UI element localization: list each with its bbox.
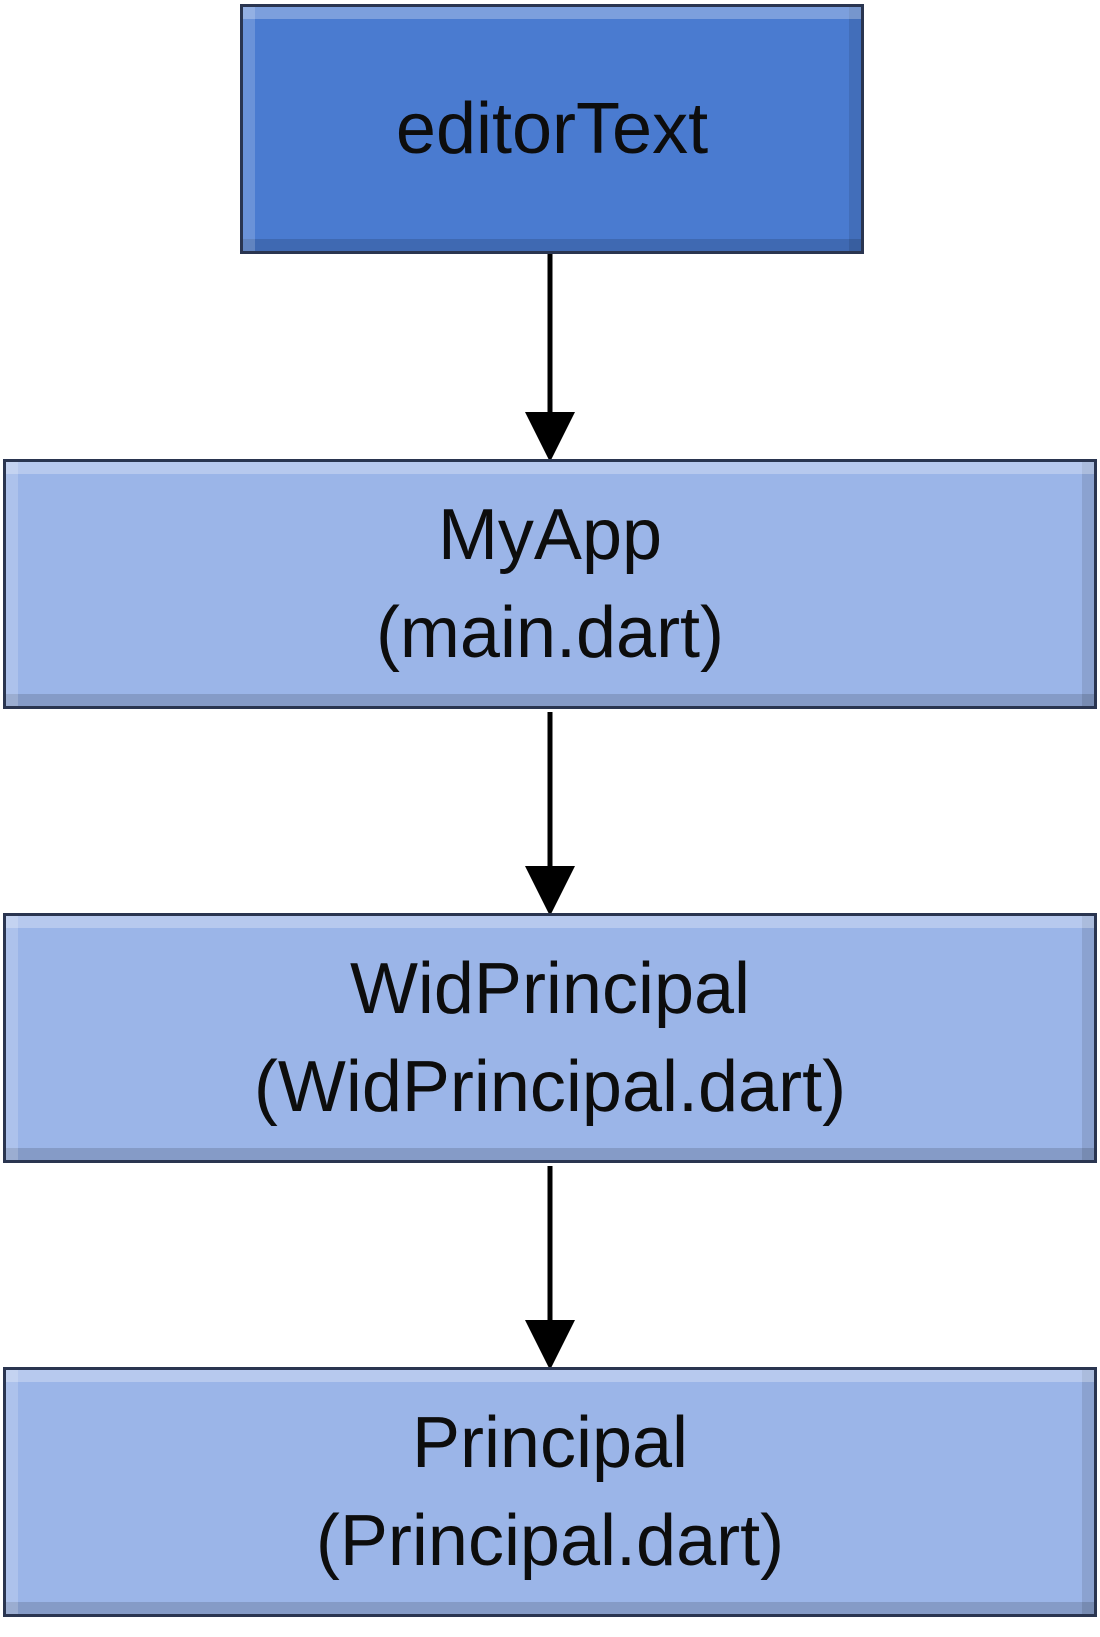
node-principal-title: Principal (411, 1403, 689, 1483)
node-widprincipal[interactable]: WidPrincipal (WidPrincipal.dart) (3, 913, 1097, 1163)
node-myapp-file: (main.dart) (375, 593, 725, 673)
node-myapp[interactable]: MyApp (main.dart) (3, 459, 1097, 709)
node-principal-file: (Principal.dart) (315, 1501, 785, 1581)
node-editortext[interactable]: editorText (240, 4, 864, 254)
node-editortext-title: editorText (395, 89, 709, 169)
node-widprincipal-file: (WidPrincipal.dart) (253, 1047, 847, 1127)
node-principal[interactable]: Principal (Principal.dart) (3, 1367, 1097, 1617)
node-myapp-title: MyApp (437, 495, 663, 575)
node-widprincipal-title: WidPrincipal (349, 949, 751, 1029)
